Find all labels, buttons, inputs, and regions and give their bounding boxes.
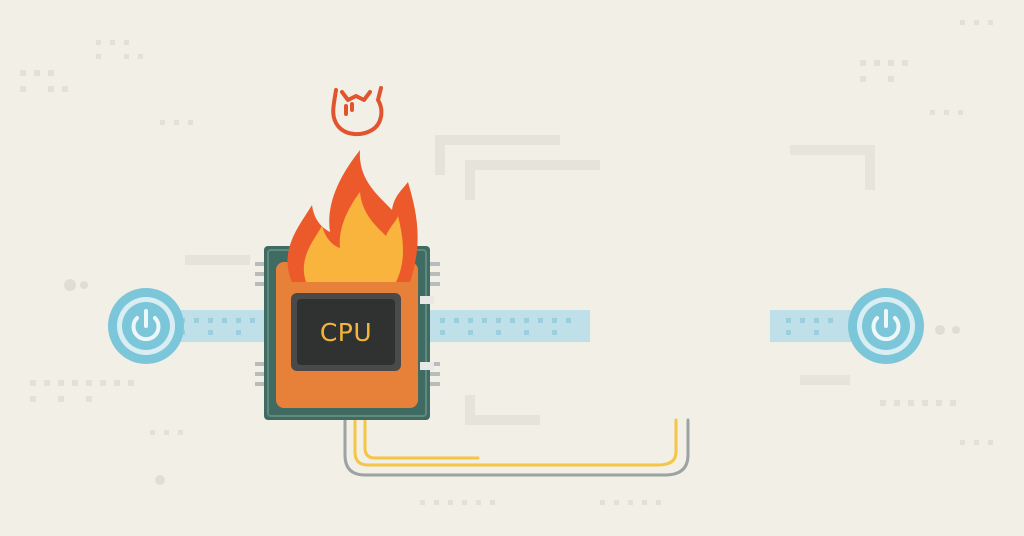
power-icon [131, 309, 161, 342]
flame-icon [287, 150, 418, 282]
overheat-badge-icon [331, 86, 384, 137]
left-power-button [108, 288, 184, 364]
right-power-button [848, 288, 924, 364]
cpu-label: CPU [319, 317, 373, 347]
circuit-texture [20, 20, 993, 505]
chip-wires [343, 416, 690, 477]
cpu-chip [255, 246, 440, 420]
power-icon [871, 309, 901, 342]
